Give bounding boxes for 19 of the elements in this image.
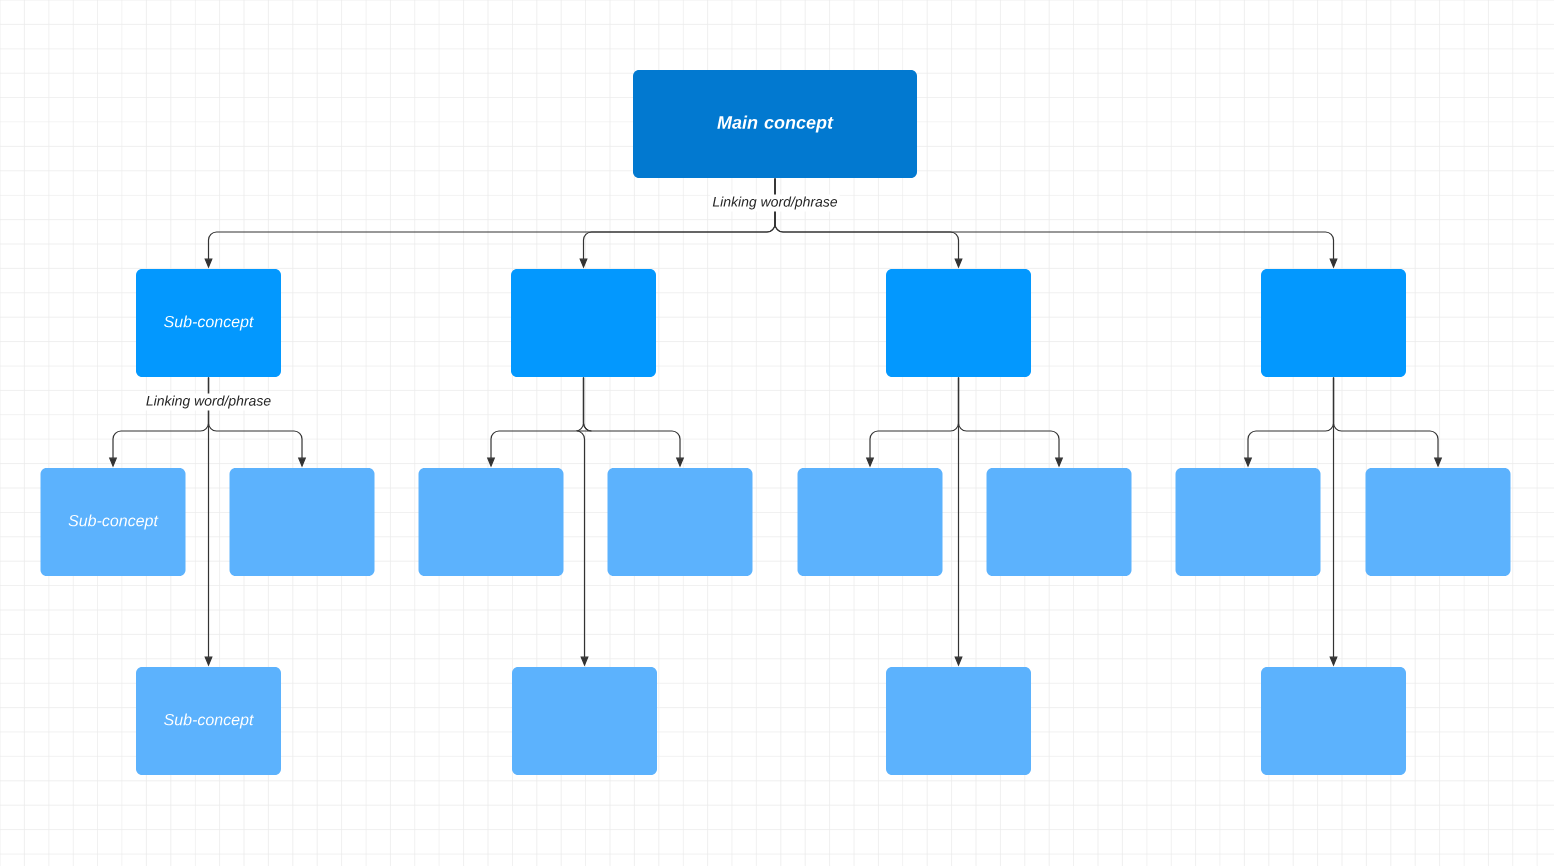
empty-box xyxy=(1261,667,1406,775)
edge-label: Linking word/phrase xyxy=(710,194,840,212)
concept-box: Sub-concept xyxy=(136,269,281,377)
concept-box: Main concept xyxy=(633,70,917,178)
empty-box xyxy=(1175,468,1321,576)
concept-box: Sub-concept xyxy=(40,468,186,576)
empty-box xyxy=(512,667,657,775)
empty-box xyxy=(418,468,564,576)
empty-box xyxy=(886,269,1031,377)
empty-box xyxy=(229,468,375,576)
empty-box xyxy=(1365,468,1511,576)
empty-box xyxy=(1261,269,1406,377)
edge-label: Linking word/phrase xyxy=(143,393,274,411)
empty-box xyxy=(986,468,1132,576)
empty-box xyxy=(886,667,1031,775)
concept-box: Sub-concept xyxy=(136,667,281,775)
empty-box xyxy=(607,468,753,576)
empty-box xyxy=(511,269,656,377)
empty-box xyxy=(797,468,943,576)
